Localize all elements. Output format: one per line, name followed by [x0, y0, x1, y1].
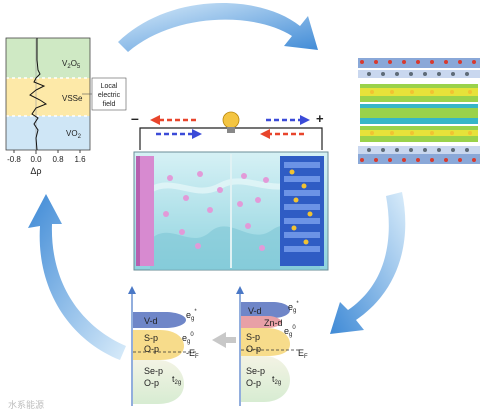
sp-label-right: S-p [246, 332, 260, 342]
tick-label: 0.8 [52, 155, 64, 164]
vo2-region [6, 116, 90, 150]
band-diagram-left: V-d S-p O-p Se-p O-p eg* eg0 -EF t2g [128, 286, 199, 406]
ef-label-right: EF [298, 348, 308, 360]
field-label-3: field [103, 101, 116, 108]
op-label: O-p [144, 344, 159, 354]
v2o5-region [6, 38, 90, 78]
sp-op-band [133, 330, 184, 360]
ion-flow-arrows [150, 115, 310, 139]
sp-label: S-p [144, 333, 158, 343]
light-bulb-icon [222, 111, 240, 133]
zinc-anode [136, 156, 154, 266]
op-label-2: O-p [144, 378, 159, 388]
eg-star-label-right: eg* [288, 301, 299, 314]
x-axis-label: Δρ [30, 166, 41, 176]
band-diagram-right: V-d Zn-d S-p O-p Se-p O-p eg* eg0 EF t2g [236, 286, 308, 406]
v2o5-label: V2O5 [62, 59, 81, 70]
eg-star-label: eg* [186, 309, 197, 322]
minus-terminal: – [131, 110, 139, 126]
vd-band [133, 312, 186, 328]
charge-density-plot: V2O5 VSSe VO2 Local electric field -0.8 … [5, 37, 127, 176]
cycle-arrow-left [28, 194, 126, 360]
vd-band-right [241, 302, 290, 318]
znd-band [241, 316, 282, 328]
t2g-label: t2g [172, 374, 181, 386]
eg0-label: eg0 [182, 332, 194, 345]
cathode-stack [280, 156, 324, 266]
tick-label: -0.8 [7, 155, 21, 164]
op-label-right: O-p [246, 344, 261, 354]
vd-label-right: V-d [248, 306, 262, 316]
cycle-arrow-middle [212, 332, 236, 348]
cycle-arrow-top [118, 3, 318, 52]
znd-label: Zn-d [264, 318, 283, 328]
field-callout [91, 77, 127, 111]
vd-label: V-d [144, 316, 158, 326]
zinc-ions [163, 171, 269, 251]
plus-terminal: + [316, 111, 324, 126]
t2g-label-right: t2g [272, 374, 281, 386]
field-label-2: electric [98, 92, 121, 99]
tick-label: 1.6 [74, 155, 86, 164]
ef-label: -EF [186, 348, 199, 360]
watermark: 水系能源 [8, 399, 44, 410]
tick-label: 0.0 [30, 155, 42, 164]
sep-op-band-right [241, 356, 290, 402]
sp-op-band-right [241, 328, 290, 356]
cycle-arrow-right [330, 192, 406, 334]
sep-label-right: Se-p [246, 366, 265, 376]
sep-op-band [133, 360, 184, 404]
sep-label: Se-p [144, 366, 163, 376]
vsse-label: VSSe [62, 94, 83, 103]
vo2-label: VO2 [66, 129, 82, 140]
eg0-label-right: eg0 [284, 325, 296, 338]
op-label-right-2: O-p [246, 378, 261, 388]
vsse-region [6, 78, 90, 116]
battery-cell: – + [131, 110, 329, 271]
crystal-structure [356, 56, 482, 166]
field-label-1: Local [101, 83, 118, 90]
